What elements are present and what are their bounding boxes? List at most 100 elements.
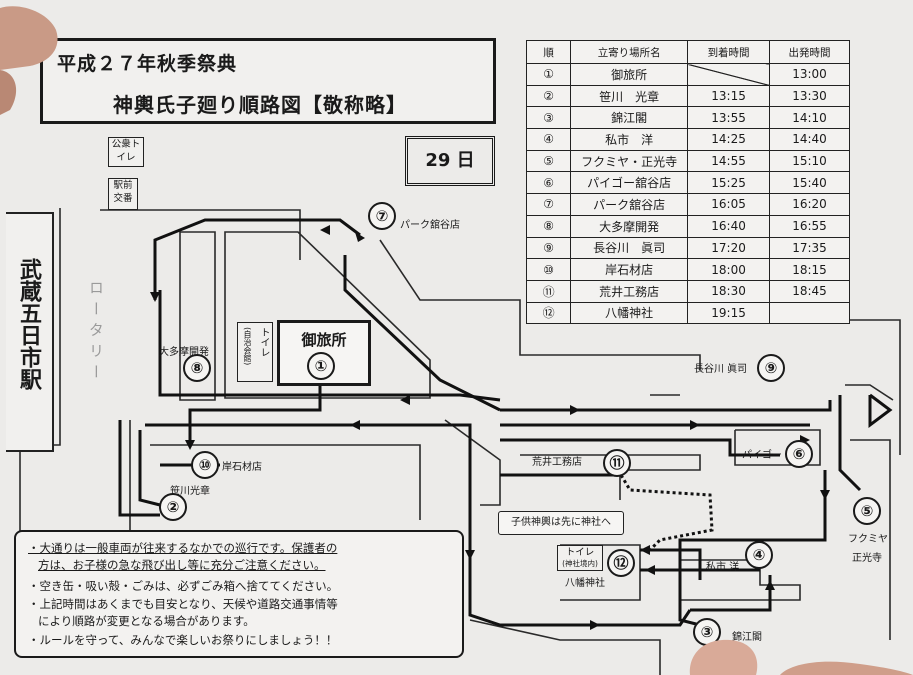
row-arrive: 13:15 [687,84,771,108]
row-order: ④ [525,128,572,151]
route-arrow [690,420,700,430]
row-depart: 14:10 [769,106,850,130]
row-arrive: 18:00 [687,258,771,281]
row-order: ⑫ [525,301,572,325]
street-line [469,619,661,675]
col-header-depart: 出発時間 [769,40,850,64]
stop-marker-7: ⑦ [368,202,396,230]
route-line [838,395,862,492]
street-line [680,559,801,601]
row-depart: 18:45 [769,279,850,303]
row-order: ⑨ [525,236,572,260]
note-line-1b: 方は、お子様の急な飛び出し等に充分ご注意ください。 [38,558,326,572]
note-line-3b: により順路が変更となる場合があります。 [38,614,255,628]
row-place: 錦江閣 [570,106,689,130]
street-line [845,384,894,401]
stop-label-2: 笹川光章 [170,486,210,497]
street-line [830,319,901,455]
note-line-2: ・空き缶・吸い殻・ごみは、必ずごみ箱へ捨ててください。 [28,579,339,593]
route-arrow [570,405,580,415]
route-line [118,420,160,517]
street-line [850,439,891,640]
title-box: 平成２７年秋季祭典 神輿氏子廻り順路図【敬称略】 [40,38,496,124]
stop-label-5: フクミヤ [848,534,888,545]
row-depart: 14:40 [769,128,850,151]
stop-marker-5: ⑤ [853,497,881,525]
stop-label-3: 錦江閣 [732,632,762,643]
stop-label-12: 八幡神社 [565,578,605,589]
table-header-row: 順 立寄り場所名 到着時間 出発時間 [525,40,850,64]
route-arrow [765,580,775,590]
row-place: パーク舘谷店 [570,193,689,216]
stop-marker-9: ⑨ [757,354,785,382]
row-order: ⑧ [525,214,572,238]
toilet-jichikaikan: トイレ (自治会館) [237,322,273,382]
route-line [188,385,322,445]
row-order: ① [525,63,572,86]
route-line [343,255,501,412]
police-box: 駅前交番 [108,178,138,210]
row-depart: 15:40 [769,171,850,195]
row-arrive: 19:15 [687,301,771,325]
street-line [444,419,501,506]
stop-label-8: 大多摩開発 [159,347,209,358]
note-line-4: ・ルールを守って、みんなで楽しいお祭りにしましょう！！ [28,633,338,647]
note-line-1a: ・大通りは一般車両が往来するなかでの巡行です。保護者の [28,541,338,555]
row-order: ② [525,84,572,108]
stop-marker-2: ② [159,493,187,521]
row-place: パイゴー舘谷店 [570,171,689,195]
street-line [379,239,701,370]
row-arrive: 14:55 [687,149,771,173]
public-toilet-label: 公衆トイレ [111,139,141,163]
stop-label-7: パーク舘谷店 [400,220,460,231]
shrine-toilet-label: トイレ [565,547,595,558]
row-arrive: 13:55 [687,106,771,130]
row-depart: 15:10 [769,149,850,173]
note-line-1a-text: 大通りは一般車両が往来するなかでの巡行です。保護者の [39,541,338,555]
row-depart: 13:00 [769,63,850,86]
route-arrow [465,550,475,560]
otabisho-label: 御旅所 [301,331,347,349]
finger-top-left [0,6,58,115]
toilet-sublabel: (自治会館) [243,327,252,366]
stop-marker-4: ④ [745,541,773,569]
route-arrow [590,620,600,630]
public-toilet-box: 公衆トイレ [108,137,144,167]
stop-marker-1: ① [307,352,335,380]
row-place: 岸石材店 [570,258,689,281]
stop-marker-6: ⑥ [785,440,813,468]
title-line2: 神輿氏子廻り順路図【敬称略】 [113,93,407,117]
route-line [500,438,780,457]
route-arrow [645,565,655,575]
route-arrow [150,292,160,302]
route-arrow [640,545,650,555]
row-arrive [687,63,771,86]
row-place: 荒井工務店 [570,279,689,303]
stop-marker-11: ⑪ [603,449,631,477]
row-depart: 16:55 [769,214,850,238]
route-arrow [320,225,330,235]
block-outline [179,231,216,401]
kids-callout: 子供神輿は先に神社へ [498,511,624,535]
row-arrive: 18:30 [687,279,771,303]
row-depart: 17:35 [769,236,850,260]
row-order: ⑤ [525,149,572,173]
block-outline [224,231,431,399]
row-order: ⑥ [525,171,572,195]
row-order: ⑦ [525,193,572,216]
route-arrow [355,232,365,242]
station-box: 武蔵五日市駅 [6,212,54,452]
route-arrow [185,440,195,450]
street-line [150,444,421,520]
rotary-label: ロータリー [87,280,105,385]
